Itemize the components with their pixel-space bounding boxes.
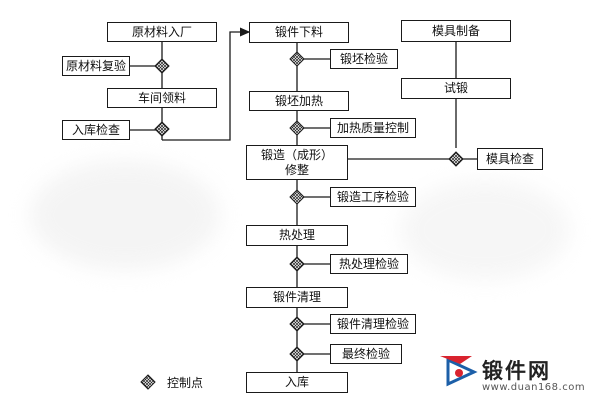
warehousing-box: 入库 (246, 372, 348, 393)
blank-inspection-box: 锻坯检验 (330, 49, 398, 69)
control-point-diamond (154, 121, 170, 137)
heat-treatment-inspection-box: 热处理检验 (330, 254, 408, 274)
final-inspection-box: 最终检验 (330, 344, 402, 364)
brand-name: 锻件网 (482, 359, 551, 383)
control-point-diamond (289, 256, 305, 272)
background-smudge-left (30, 160, 220, 270)
control-point-diamond (154, 58, 170, 74)
die-inspection-box: 模具检查 (477, 148, 543, 170)
forging-process-inspection-box: 锻造工序检验 (330, 187, 416, 207)
control-point-diamond (289, 189, 305, 205)
die-preparation-box: 模具制备 (401, 20, 511, 42)
control-point-diamond (289, 316, 305, 332)
diamond-grid-icon (140, 374, 156, 390)
raw-material-recheck-box: 原材料复验 (62, 56, 130, 76)
forging-cleaning-box: 锻件清理 (246, 287, 348, 308)
connector (162, 27, 251, 141)
raw-material-entry-box: 原材料入厂 (107, 22, 217, 42)
control-point-diamond (289, 346, 305, 362)
trial-forging-box: 试锻 (401, 78, 511, 99)
heat-treatment-box: 热处理 (246, 225, 348, 246)
heating-quality-control-box: 加热质量控制 (330, 118, 416, 138)
background-smudge-right (400, 180, 570, 280)
forging-cleaning-inspection-box: 锻件清理检验 (330, 314, 416, 334)
control-point-diamond (289, 51, 305, 67)
blank-heating-box: 锻坯加热 (249, 91, 349, 111)
forging-trimming-box: 锻造（成形） 修整 (246, 145, 348, 180)
control-point-diamond (289, 120, 305, 136)
storage-inspection-box: 入库检查 (62, 120, 130, 140)
brand-url: www.duan168.com (482, 382, 586, 393)
forging-cutting-box: 锻件下料 (249, 22, 349, 43)
site-logo (440, 356, 478, 387)
legend-control-point-label: 控制点 (167, 376, 204, 390)
workshop-requisition-box: 车间领料 (107, 88, 217, 108)
control-point-diamond (448, 151, 464, 167)
